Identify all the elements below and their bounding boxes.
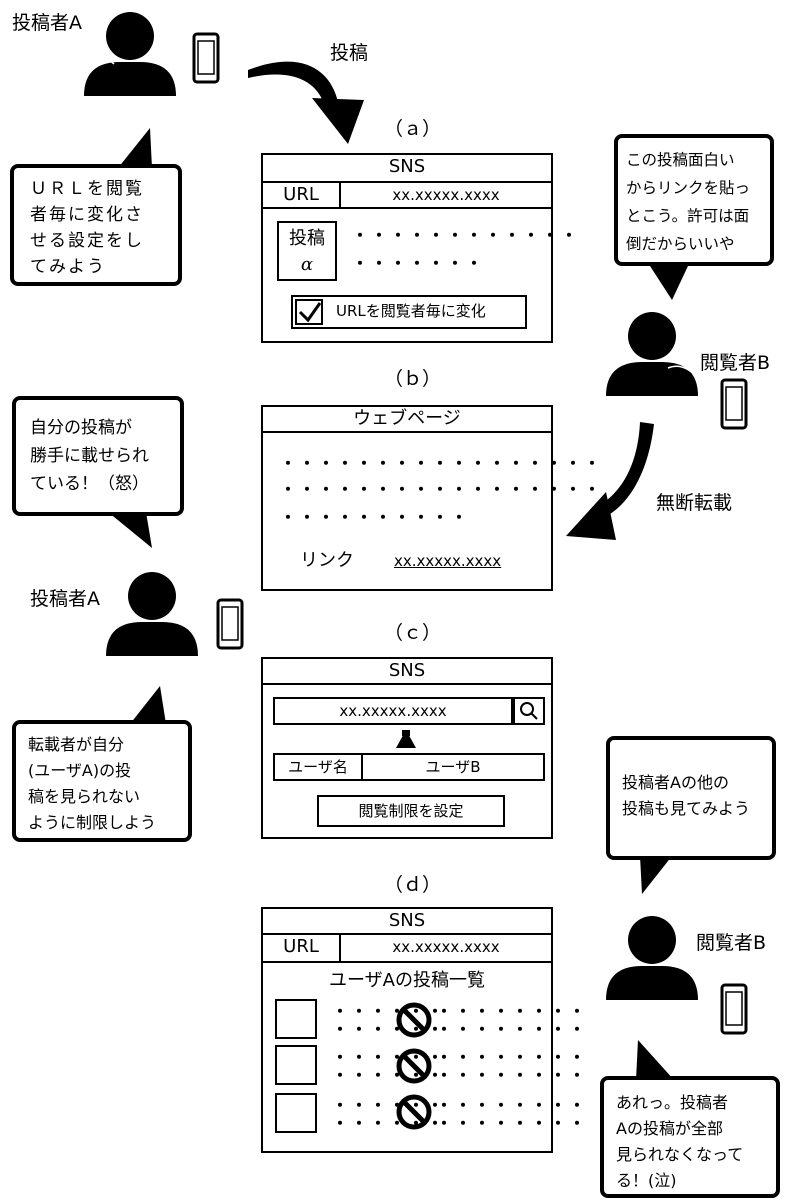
panel-a-frame xyxy=(261,153,553,343)
panel-c-user-value[interactable]: ユーザB xyxy=(425,758,481,776)
list-item-dots-right: ・・・・・・・・ xyxy=(436,1048,589,1067)
panel-c-search-input[interactable]: xx.xxxxx.xxxx xyxy=(339,702,447,720)
panel-a-checkbox-label[interactable]: URLを閲覧者毎に変化 xyxy=(336,302,486,320)
post-arrow-label: 投稿 xyxy=(330,42,369,64)
panel-a-url-label: URL xyxy=(283,184,319,205)
actor-label-viewer-bottom: 閲覧者B xyxy=(696,932,767,954)
list-item-dots-left: ・・・・・・ xyxy=(332,1002,447,1021)
bubble-poster-setting-text: ＵＲＬを閲覧 者毎に変化さ せる設定をし てみよう xyxy=(30,179,144,277)
panel-b-dots-2: ・・・・・・・・・・・・・・・・・ xyxy=(280,480,604,499)
bubble-poster-restrict xyxy=(12,686,192,842)
panel-a-title: SNS xyxy=(388,156,426,177)
poster-a-mid-figure xyxy=(106,572,198,656)
panel-a-dots-2: ・・・・・・・ xyxy=(352,254,486,273)
viewer-b-bottom-figure xyxy=(606,916,698,1000)
actor-label-viewer-top: 閲覧者B xyxy=(700,352,771,374)
panel-b-link-value[interactable]: xx.xxxxx.xxxx xyxy=(394,552,502,570)
panel-c-title: SNS xyxy=(388,660,426,681)
caption-b: （ｂ） xyxy=(384,368,442,390)
list-item-dots-left: ・・・・・・ xyxy=(332,1048,447,1067)
poster-a-top-figure xyxy=(84,12,176,96)
bubble-poster-angry xyxy=(12,396,184,548)
phone-icon xyxy=(216,598,244,650)
bubble-poster-setting xyxy=(10,128,182,286)
phone-icon xyxy=(720,378,748,430)
panel-b-frame xyxy=(261,405,553,591)
search-icon xyxy=(520,702,538,720)
caption-c: （ｃ） xyxy=(384,622,442,644)
panel-d-list-title: ユーザAの投稿一覧 xyxy=(329,970,485,991)
list-item-dots-right: ・・・・・・・・ xyxy=(436,1002,589,1021)
repost-arrow xyxy=(566,422,654,540)
list-item-dots-left: ・・・・・・ xyxy=(332,1020,447,1039)
list-item-dots-left: ・・・・・・ xyxy=(332,1066,447,1085)
panel-d-url-label: URL xyxy=(283,936,319,957)
list-item-dots-right: ・・・・・・・・ xyxy=(436,1114,589,1133)
actor-label-poster-top: 投稿者A xyxy=(12,12,82,34)
repost-arrow-label: 無断転載 xyxy=(656,492,733,514)
phone-icon xyxy=(720,983,748,1035)
panel-b-title: ウェブページ xyxy=(353,408,461,429)
panel-c-user-label: ユーザ名 xyxy=(288,758,348,776)
viewer-b-top-figure xyxy=(606,312,698,396)
panel-b-dots-3: ・・・・・・・・・・ xyxy=(280,508,471,527)
bubble-poster-angry-text: 自分の投稿が 勝手に載せられ ている！（怒） xyxy=(30,418,149,494)
panel-a-url-value[interactable]: xx.xxxxx.xxxx xyxy=(392,186,500,204)
panel-a-post-alpha: α xyxy=(300,254,314,275)
panel-a-post-label: 投稿 xyxy=(289,228,325,249)
down-arrow-icon xyxy=(396,730,416,748)
list-item-dots-right: ・・・・・・・・ xyxy=(436,1020,589,1039)
panel-d-url-value[interactable]: xx.xxxxx.xxxx xyxy=(392,938,500,956)
list-item-dots-right: ・・・・・・・・ xyxy=(436,1066,589,1085)
bubble-viewer-surprised-text: あれっ。投稿者 Aの投稿が全部 見られなくなって る！(泣) xyxy=(616,1093,744,1190)
list-item-dots-left: ・・・・・・ xyxy=(332,1096,447,1115)
bubble-poster-restrict-text: 転載者が自分 (ユーザA)の投 稿を見られない ように制限しよう xyxy=(28,735,157,832)
panel-d-title: SNS xyxy=(388,910,426,931)
panel-c-restrict-button[interactable]: 閲覧制限を設定 xyxy=(358,802,464,820)
bubble-viewer-link xyxy=(614,134,774,300)
checkmark-icon xyxy=(298,302,322,323)
bubble-viewer-check xyxy=(606,736,776,894)
post-arrow xyxy=(248,61,364,144)
bubble-viewer-link-text: この投稿面白い からリンクを貼っ とこう。許可は面 倒だからいいや xyxy=(626,151,751,253)
bubble-viewer-surprised xyxy=(600,1040,780,1198)
panel-b-dots-1: ・・・・・・・・・・・・・・・・・ xyxy=(280,454,604,473)
caption-d: （ｄ） xyxy=(384,874,442,896)
list-item-dots-left: ・・・・・・ xyxy=(332,1114,447,1133)
panel-b-link-label: リンク xyxy=(300,550,354,571)
bubble-viewer-check-text: 投稿者Aの他の 投稿も見てみよう xyxy=(622,773,751,818)
panel-a-dots-1: ・・・・・・・・・・・・ xyxy=(352,226,581,245)
phone-icon xyxy=(192,32,220,84)
list-item-dots-right: ・・・・・・・・ xyxy=(436,1096,589,1115)
caption-a: （ａ） xyxy=(384,118,442,140)
down-arrow-stem xyxy=(402,730,410,736)
actor-label-poster-mid: 投稿者A xyxy=(30,588,100,610)
